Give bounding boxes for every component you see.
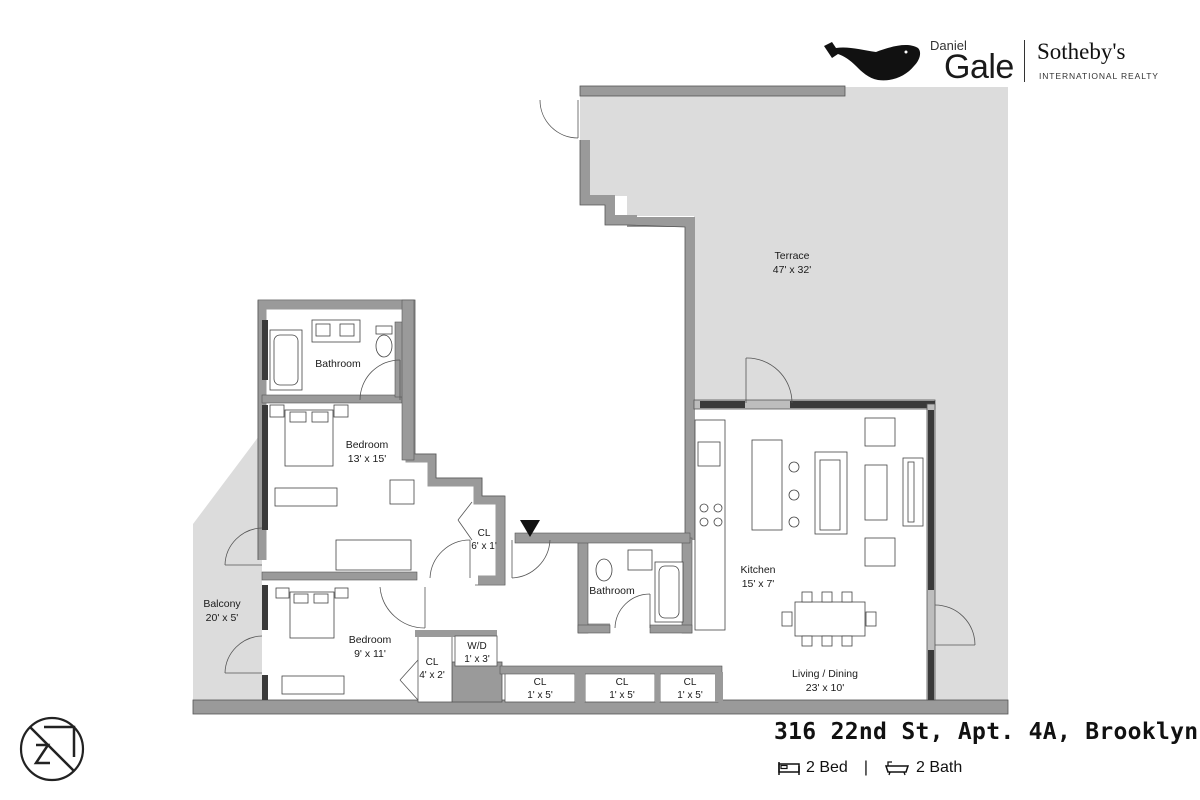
wall-bathroom-mid — [515, 533, 610, 633]
bed-icon — [778, 762, 800, 775]
terrace-area — [580, 87, 1008, 700]
brand-logo: Daniel Gale Sotheby's INTERNATIONAL REAL… — [822, 36, 1162, 88]
whale-icon — [824, 42, 921, 81]
bathroom-top-label: Bathroom — [315, 358, 361, 370]
wall-terrace-step — [580, 140, 695, 540]
balcony-area — [193, 432, 262, 700]
listing-specs: 2 Bed | 2 Bath — [778, 759, 962, 777]
bathroom-mid-label: Bathroom — [589, 585, 635, 597]
brand-sothebys: Sotheby's — [1037, 39, 1126, 64]
door-swings — [224, 99, 976, 701]
brand-divider — [1024, 40, 1025, 82]
beds-count: 2 Bed — [806, 759, 848, 776]
brand-daniel: Daniel — [930, 38, 967, 53]
entry-triangle-icon — [520, 520, 540, 537]
brand-international: INTERNATIONAL REALTY — [1039, 71, 1159, 81]
brand-gale: Gale — [944, 48, 1014, 86]
furniture — [269, 319, 924, 695]
wall-bedroom-wing — [257, 300, 505, 585]
bathtub-icon — [884, 761, 910, 776]
baths-count: 2 Bath — [915, 759, 963, 776]
specs-separator: | — [863, 759, 868, 776]
wall-bottom-notch — [451, 661, 503, 703]
wall-terrace-top — [579, 85, 846, 97]
listing-address: 316 22nd St, Apt. 4A, Brooklyn — [774, 719, 1199, 745]
north-arrow-icon — [19, 716, 85, 782]
